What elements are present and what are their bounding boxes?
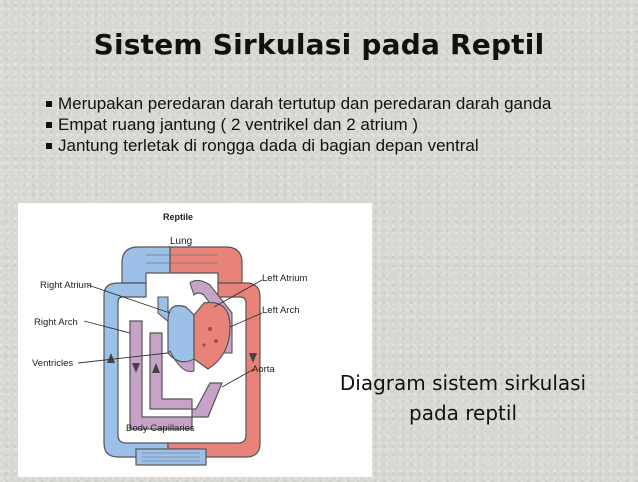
circulation-svg: Reptile Lung [18,203,372,477]
diagram-heading: Reptile [163,212,193,222]
bullet-square-icon [46,143,52,149]
bullet-text: Merupakan peredaran darah tertutup dan p… [58,94,551,113]
label-body-capillaries: Body Capillaries [126,423,195,434]
heart-shape [168,303,230,372]
bullet-item: Jantung terletak di rongga dada di bagia… [44,136,604,156]
label-left-atrium: Left Atrium [262,273,307,284]
bullet-list: Merupakan peredaran darah tertutup dan p… [44,94,604,157]
caption-line-1: Diagram sistem sirkulasi [318,368,608,398]
caption-line-2: pada reptil [318,398,608,428]
body-capillaries-shape [136,449,206,465]
label-right-atrium: Right Atrium [40,280,92,291]
label-ventricles: Ventricles [32,358,73,369]
diagram-caption: Diagram sistem sirkulasi pada reptil [318,368,608,428]
slide-title: Sistem Sirkulasi pada Reptil [0,28,638,61]
lung-shape [122,247,242,283]
bullet-text: Empat ruang jantung ( 2 ventrikel dan 2 … [58,115,418,134]
bullet-square-icon [46,122,52,128]
bullet-text: Jantung terletak di rongga dada di bagia… [58,136,479,155]
label-aorta: Aorta [252,364,275,375]
reptile-circulation-diagram: Reptile Lung [18,203,372,477]
bullet-square-icon [46,101,52,107]
bullet-item: Merupakan peredaran darah tertutup dan p… [44,94,604,114]
label-lung: Lung [170,236,192,247]
label-right-arch: Right Arch [34,317,78,328]
label-left-arch: Left Arch [262,305,300,316]
bullet-item: Empat ruang jantung ( 2 ventrikel dan 2 … [44,115,604,135]
